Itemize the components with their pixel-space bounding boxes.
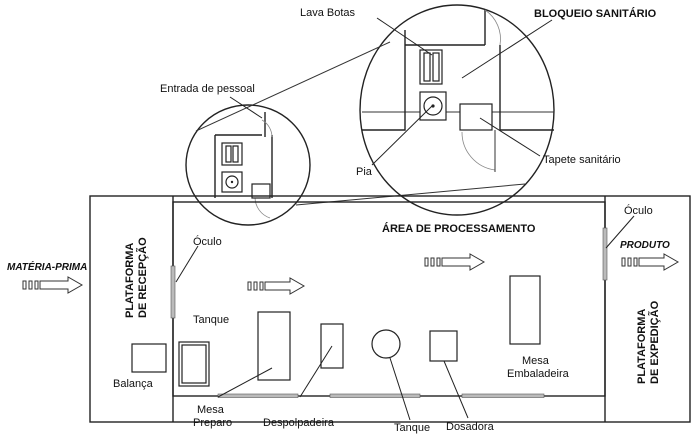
pia-fixture-large — [419, 91, 447, 121]
label-entrada-de-pessoal: Entrada de pessoal — [160, 83, 255, 95]
label-expedicao-line-1: PLATAFORMA — [636, 309, 648, 384]
label-despolpadeira: Despolpadeira — [263, 417, 335, 429]
label-mesa-preparo-line-1: Mesa — [197, 404, 225, 416]
label-expedicao-line-2: DE EXPEDIÇÃO — [648, 300, 661, 384]
label-bloqueio-sanitario: BLOQUEIO SANITÁRIO — [534, 7, 657, 20]
label-balanca: Balança — [113, 378, 154, 390]
label-plataforma-de-expedicao: PLATAFORMA DE EXPEDIÇÃO — [636, 300, 661, 384]
label-recepcao-line-2: DE RECEPÇÃO — [136, 237, 149, 318]
magnifier-large — [359, 4, 555, 216]
label-mesa-embaladeira-line-1: Mesa — [522, 355, 550, 367]
label-materia-prima: MATÉRIA-PRIMA — [7, 260, 87, 273]
label-lava-botas: Lava Botas — [300, 7, 356, 19]
leader-lines — [175, 17, 635, 421]
label-oculo-right: Óculo — [624, 204, 653, 217]
bottom-windows — [217, 393, 545, 398]
label-tapete-sanitario: Tapete sanitário — [543, 154, 621, 166]
label-mesa-embaladeira-line-2: Embaladeira — [507, 368, 570, 380]
lava-botas-fixture-large — [419, 49, 443, 85]
detail-large-room — [362, 9, 554, 172]
tanque-equipment-left — [178, 341, 210, 387]
label-produto: PRODUTO — [620, 240, 670, 251]
tanque-equipment-round — [371, 329, 401, 359]
oculo-windows — [170, 227, 608, 319]
mesa-preparo-equipment — [257, 311, 291, 381]
tapete-fixture-small — [251, 183, 271, 199]
label-pia: Pia — [356, 166, 373, 178]
label-oculo-left: Óculo — [193, 235, 222, 248]
lava-botas-fixture-small — [221, 142, 243, 166]
pia-fixture-small — [221, 171, 243, 193]
label-plataforma-de-recepcao: PLATAFORMA DE RECEPÇÃO — [124, 237, 149, 318]
magnifier-small — [185, 104, 311, 226]
flow-arrow-materia-prima — [22, 276, 84, 294]
dosadora-equipment — [429, 330, 458, 362]
flow-arrow-produto — [621, 253, 680, 271]
mesa-embaladeira-equipment — [509, 275, 541, 345]
label-area-de-processamento: ÁREA DE PROCESSAMENTO — [382, 222, 536, 235]
flow-arrow-interior-left — [247, 277, 306, 295]
tapete-fixture-large — [459, 103, 493, 131]
label-tanque-left: Tanque — [193, 314, 229, 326]
label-dosadora: Dosadora — [446, 421, 495, 433]
label-mesa-preparo-line-2: Preparo — [193, 417, 232, 429]
detail-small-room — [214, 112, 273, 219]
label-tanque-bottom: Tanque — [394, 422, 430, 434]
label-recepcao-line-1: PLATAFORMA — [124, 243, 136, 318]
balanca-equipment — [131, 343, 167, 373]
flow-arrow-interior-right — [424, 253, 486, 271]
